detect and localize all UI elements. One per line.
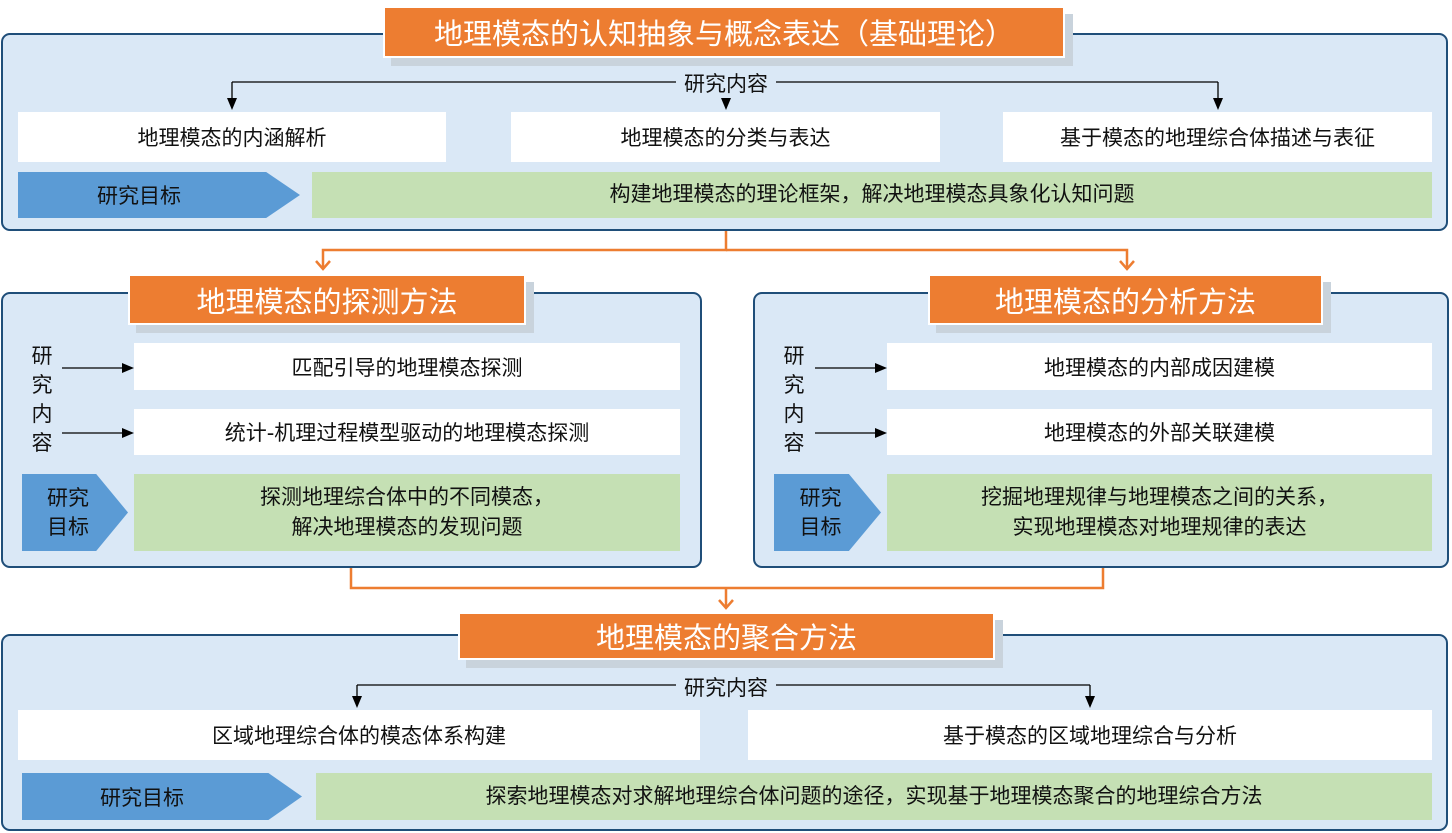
section4-goal: 探索地理模态对求解地理综合体问题的途径，实现基于地理模态聚合的地理综合方法: [316, 773, 1432, 820]
section4-title: 地理模态的聚合方法: [458, 612, 995, 660]
section1-item: 基于模态的地理综合体描述与表征: [1003, 112, 1432, 162]
section2-item: 匹配引导的地理模态探测: [134, 343, 680, 390]
section2-item: 统计-机理过程模型驱动的地理模态探测: [134, 409, 680, 455]
section1-title: 地理模态的认知抽象与概念表达（基础理论）: [383, 6, 1065, 58]
section2-title: 地理模态的探测方法: [128, 274, 526, 325]
section4-item: 区域地理综合体的模态体系构建: [18, 710, 700, 760]
section1-goal-label: 研究目标: [18, 172, 300, 218]
section1-content-label: 研究内容: [676, 68, 776, 98]
section4-goal-label: 研究目标: [22, 773, 302, 820]
section4-item: 基于模态的区域地理综合与分析: [748, 710, 1432, 760]
section2-content-label: 研究内容: [31, 344, 53, 455]
section3-item: 地理模态的内部成因建模: [887, 343, 1432, 390]
section1-item: 地理模态的分类与表达: [511, 112, 940, 162]
section4-content-label: 研究内容: [676, 672, 776, 702]
section3-content-label: 研究内容: [783, 344, 805, 455]
section1-item: 地理模态的内涵解析: [18, 112, 446, 162]
section3-item: 地理模态的外部关联建模: [887, 409, 1432, 455]
section3-goal: 挖掘地理规律与地理模态之间的关系， 实现地理模态对地理规律的表达: [887, 474, 1432, 551]
section1-goal: 构建地理模态的理论框架，解决地理模态具象化认知问题: [312, 172, 1432, 218]
section2-goal: 探测地理综合体中的不同模态， 解决地理模态的发现问题: [134, 474, 680, 551]
section3-title: 地理模态的分析方法: [928, 274, 1323, 325]
